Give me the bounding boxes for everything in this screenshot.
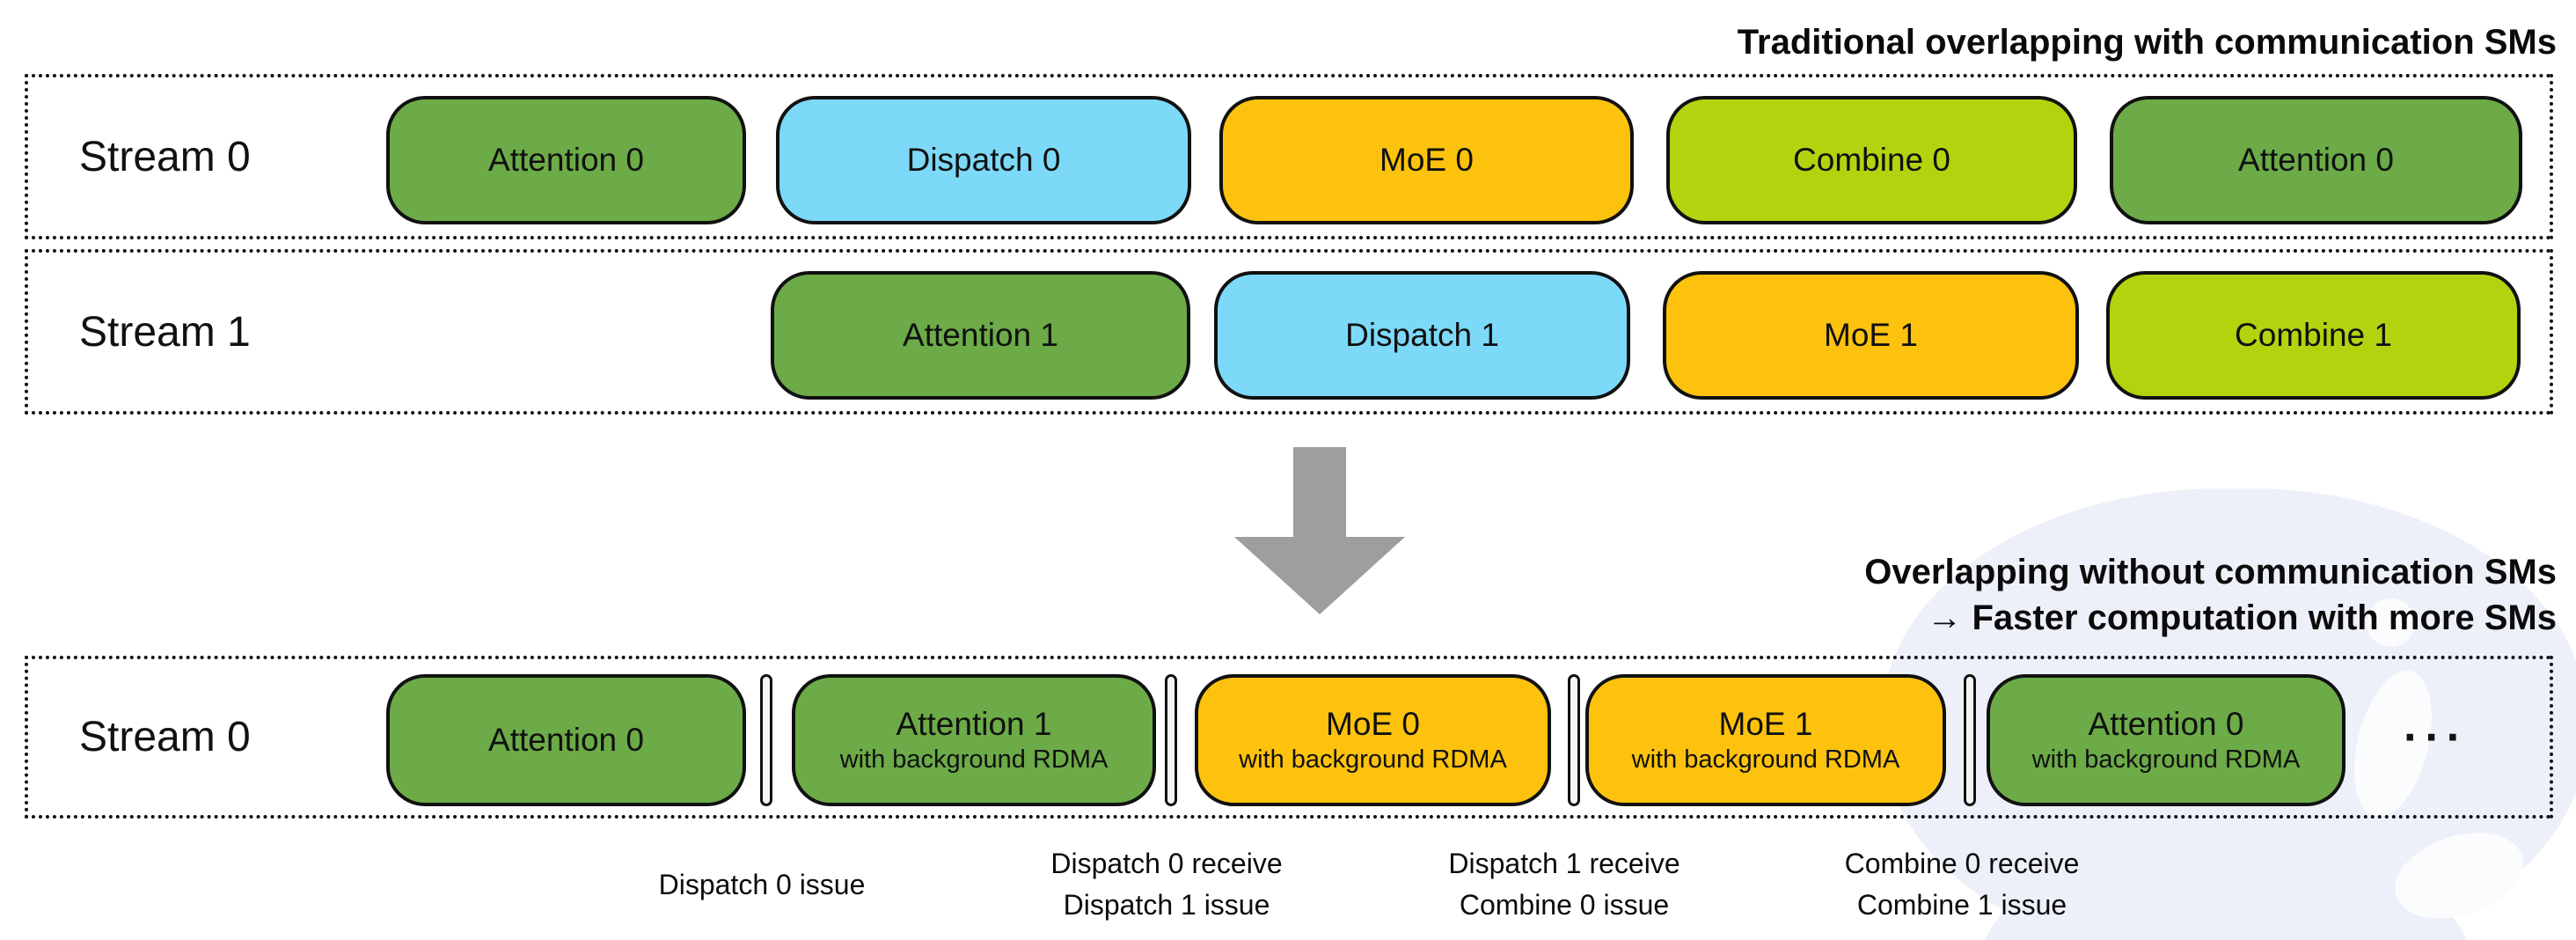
stream-separator-bar <box>1165 674 1177 806</box>
block-label: MoE 1 <box>1824 317 1918 353</box>
stream-separator-bar <box>1964 674 1976 806</box>
block-label: Attention 1 <box>896 706 1052 742</box>
stream-label: Stream 1 <box>79 308 251 356</box>
block-label: Attention 0 <box>2088 706 2244 742</box>
block-label: Attention 1 <box>903 317 1058 353</box>
block-sublabel: with background RDMA <box>1631 745 1900 774</box>
annotation-line: Dispatch 0 issue <box>658 868 866 900</box>
block-combine-1: Combine 1 <box>2106 271 2521 400</box>
block-label: Attention 0 <box>2238 142 2394 178</box>
block-dispatch-0: Dispatch 0 <box>776 96 1191 224</box>
annotation-line: Combine 0 receive <box>1844 848 2080 879</box>
bottom-title: Overlapping without communication SMs → … <box>1864 549 2557 641</box>
stream-label: Stream 0 <box>79 133 251 180</box>
stream1-box: Stream 1 Attention 1 Dispatch 1 MoE 1 Combi… <box>25 249 2553 415</box>
block-moe-1: MoE 1 <box>1663 271 2079 400</box>
block-moe-1: MoE 1 with background RDMA <box>1585 674 1946 806</box>
stream0-top-box: Stream 0 Attention 0 Dispatch 0 MoE 0 Combi… <box>25 74 2553 239</box>
block-label: Combine 1 <box>2235 317 2392 353</box>
stream-separator-bar <box>760 674 772 806</box>
block-attention-1: Attention 1 with background RDMA <box>792 674 1156 806</box>
top-title: Traditional overlapping with communicati… <box>1737 23 2557 62</box>
bottom-title-line2: → Faster computation with more SMs <box>1927 599 2557 637</box>
block-attention-0: Attention 0 <box>2110 96 2522 224</box>
stream-separator-bar <box>1568 674 1580 806</box>
block-label: Combine 0 <box>1793 142 1950 178</box>
stream0-bottom-box: Stream 0 ··· Attention 0 Attention 1 with … <box>25 656 2553 819</box>
block-sublabel: with background RDMA <box>1239 745 1507 774</box>
block-label: Attention 0 <box>488 722 644 758</box>
stream-label: Stream 0 <box>79 714 251 760</box>
bottom-title-line1: Overlapping without communication SMs <box>1864 553 2557 591</box>
block-label: Dispatch 0 <box>906 142 1061 178</box>
block-label: Dispatch 1 <box>1345 317 1499 353</box>
annotation-line: Combine 0 issue <box>1459 889 1670 921</box>
block-moe-0: MoE 0 <box>1219 96 1634 224</box>
block-attention-1: Attention 1 <box>771 271 1190 400</box>
block-moe-0: MoE 0 with background RDMA <box>1195 674 1551 806</box>
block-attention-0: Attention 0 <box>386 674 746 806</box>
block-label: MoE 0 <box>1326 706 1420 742</box>
watermark-hole <box>2367 599 2415 647</box>
block-label: Attention 0 <box>488 142 644 178</box>
block-dispatch-1: Dispatch 1 <box>1214 271 1630 400</box>
block-sublabel: with background RDMA <box>839 745 1109 774</box>
annotation-line: Dispatch 1 receive <box>1448 848 1680 879</box>
block-attention-0: Attention 0 <box>386 96 746 224</box>
block-sublabel: with background RDMA <box>2031 745 2301 774</box>
down-arrow-icon <box>1234 447 1405 614</box>
annotation-line: Dispatch 1 issue <box>1063 889 1270 921</box>
annotation-group: Dispatch 0 issue <box>568 836 955 933</box>
block-label: MoE 1 <box>1718 706 1813 742</box>
block-combine-0: Combine 0 <box>1666 96 2077 224</box>
block-label: MoE 0 <box>1379 142 1474 178</box>
block-attention-0: Attention 0 with background RDMA <box>1987 674 2345 806</box>
ellipsis-more: ··· <box>2404 711 2468 763</box>
annotation-line: Combine 1 issue <box>1856 889 2067 921</box>
annotation-line: Dispatch 0 receive <box>1050 848 1283 879</box>
